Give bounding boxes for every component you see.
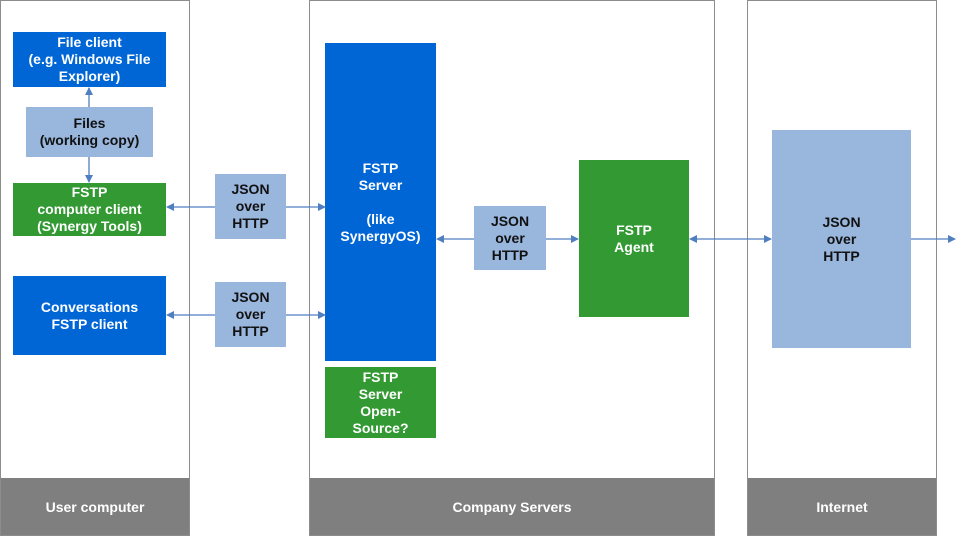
fstp-computer-client-box: FSTP computer client (Synergy Tools) xyxy=(13,183,166,236)
fstp-server-box: FSTP Server (like SynergyOS) xyxy=(325,43,436,361)
internet-label: Internet xyxy=(748,478,936,535)
user-computer-label: User computer xyxy=(1,478,189,535)
files-working-copy-box: Files (working copy) xyxy=(26,107,153,157)
fstp-server-open-source-box: FSTP Server Open- Source? xyxy=(325,367,436,438)
json-over-http-box-3: JSON over HTTP xyxy=(474,206,546,270)
file-client-box: File client (e.g. Windows File Explorer) xyxy=(13,32,166,87)
company-servers-label: Company Servers xyxy=(310,478,714,535)
user-computer-zone: User computer xyxy=(0,0,190,536)
json-over-http-box-1: JSON over HTTP xyxy=(215,174,286,239)
json-over-http-box-2: JSON over HTTP xyxy=(215,282,286,347)
fstp-agent-box: FSTP Agent xyxy=(579,160,689,317)
conversations-fstp-client-box: Conversations FSTP client xyxy=(13,276,166,355)
json-over-http-internet-box: JSON over HTTP xyxy=(772,130,911,348)
